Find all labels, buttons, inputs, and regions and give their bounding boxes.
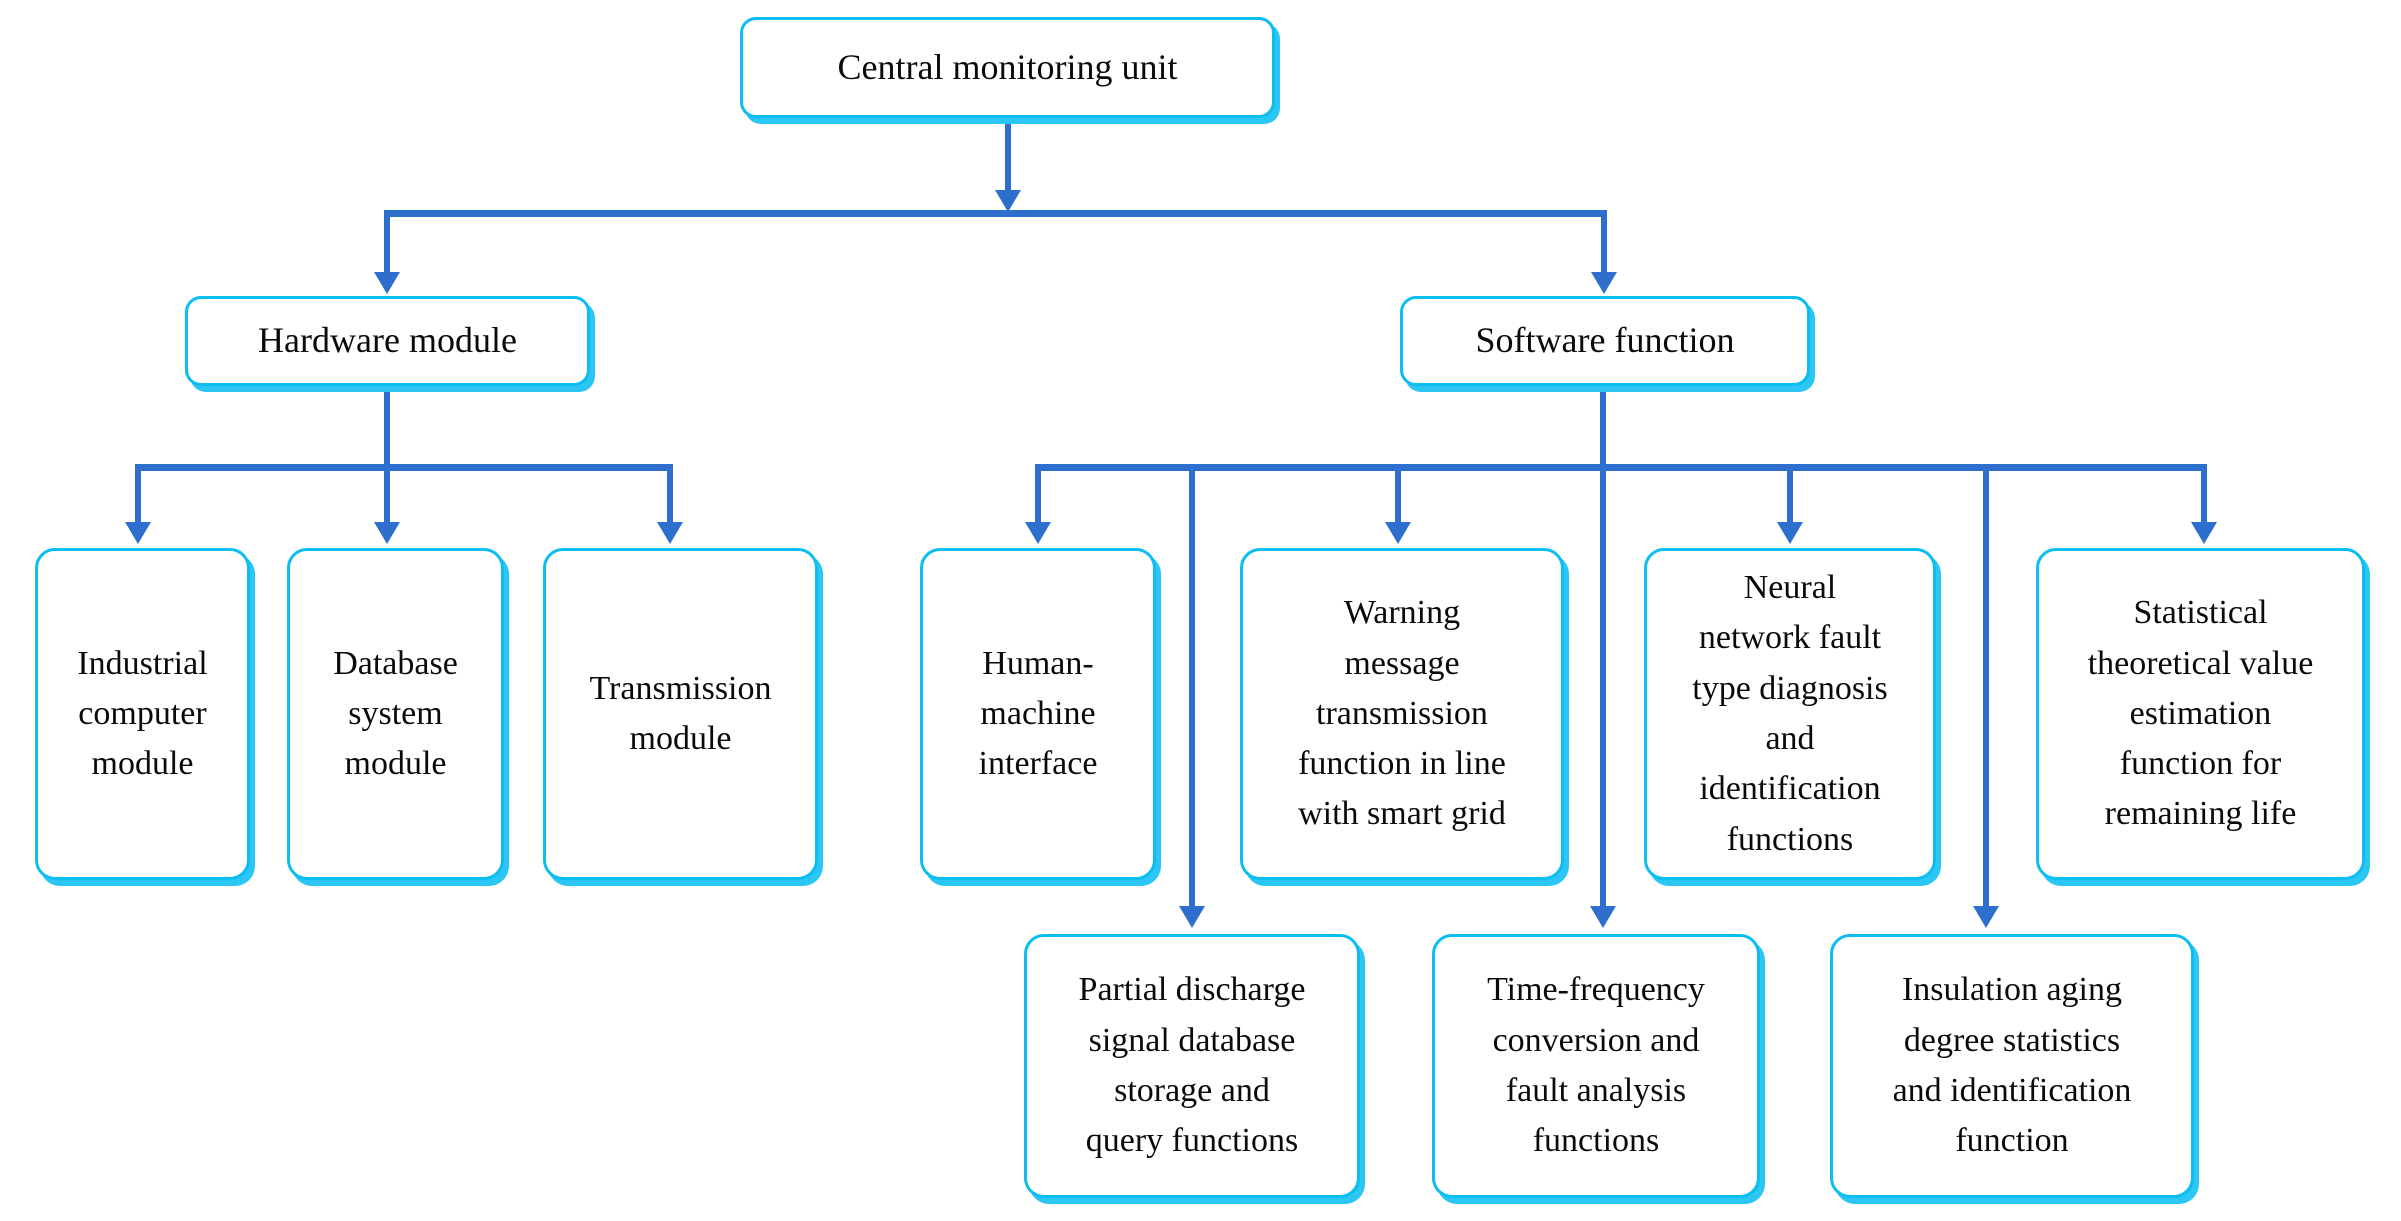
connector-to-statistical [2201,466,2207,522]
arrowhead-database-icon [374,522,400,544]
connector-hardware-riser-to-database [384,384,390,522]
arrowhead-insulation-icon [1973,906,1999,928]
connector-software-bus [1035,464,2207,471]
arrowhead-partial-icon [1179,906,1205,928]
node-time-frequency-conversion: Time-frequency conversion and fault anal… [1432,934,1760,1198]
arrowhead-central-icon [995,190,1021,212]
arrowhead-timefreq-icon [1590,906,1616,928]
arrowhead-transmission-icon [657,522,683,544]
connector-to-warning [1395,466,1401,522]
node-human-machine-interface: Human- machine interface [920,548,1156,880]
node-neural-network-fault-diagnosis: Neural network fault type diagnosis and … [1644,548,1936,880]
arrowhead-industrial-icon [125,522,151,544]
connector-hardware-bus [135,464,673,471]
connector-to-industrial [135,466,141,522]
node-software-function: Software function [1400,296,1810,386]
connector-to-partial [1189,466,1195,908]
node-warning-message-transmission: Warning message transmission function in… [1240,548,1564,880]
node-central-monitoring-unit: Central monitoring unit [740,17,1275,118]
node-insulation-aging-statistics: Insulation aging degree statistics and i… [1830,934,2194,1198]
arrowhead-warning-icon [1385,522,1411,544]
connector-to-hardware [384,212,390,274]
node-hardware-module: Hardware module [185,296,590,386]
connector-level1-bus [384,210,1607,217]
arrowhead-neural-icon [1777,522,1803,544]
connector-to-software [1601,212,1607,274]
connector-to-neural [1787,466,1793,522]
arrowhead-statistical-icon [2191,522,2217,544]
connector-to-hmi [1035,466,1041,522]
node-transmission-module: Transmission module [543,548,818,880]
connector-central-riser [1005,118,1011,196]
node-database-system-module: Database system module [287,548,504,880]
node-industrial-computer-module: Industrial computer module [35,548,250,880]
connector-to-insulation [1983,466,1989,908]
arrowhead-hmi-icon [1025,522,1051,544]
node-statistical-value-estimation: Statistical theoretical value estimation… [2036,548,2365,880]
node-partial-discharge-database: Partial discharge signal database storag… [1024,934,1360,1198]
connector-software-riser-to-timefreq [1600,384,1606,908]
connector-to-transmission [667,466,673,522]
arrowhead-hardware-icon [374,272,400,294]
arrowhead-software-icon [1591,272,1617,294]
